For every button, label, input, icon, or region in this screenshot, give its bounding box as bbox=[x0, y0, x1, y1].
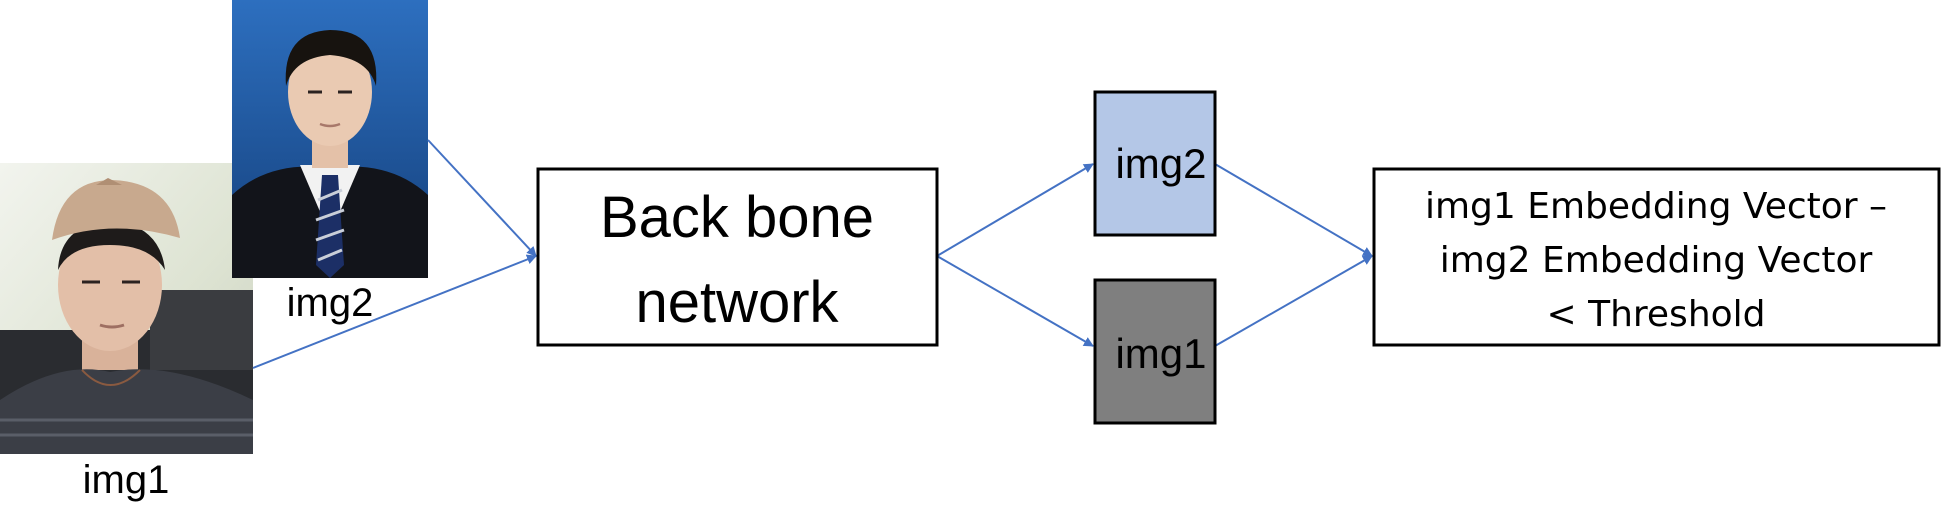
img1-photo bbox=[0, 163, 253, 454]
arrow-img1-embedding-to-result bbox=[1214, 255, 1373, 347]
img2-embedding-label: img2 bbox=[1115, 140, 1206, 187]
img2-caption: img2 bbox=[287, 281, 374, 325]
img1-caption: img1 bbox=[83, 458, 170, 502]
result-line2: img2 Embedding Vector bbox=[1440, 240, 1873, 281]
backbone-network-box: Back bone network bbox=[536, 167, 939, 347]
arrow-backbone-to-img2-embedding bbox=[936, 163, 1094, 257]
img1-embedding-label: img1 bbox=[1115, 330, 1206, 377]
result-line1: img1 Embedding Vector – bbox=[1425, 186, 1887, 227]
arrow-img2-embedding-to-result bbox=[1214, 163, 1373, 257]
threshold-result-box: img1 Embedding Vector – img2 Embedding V… bbox=[1372, 167, 1941, 347]
backbone-label-line1: Back bone bbox=[600, 185, 874, 250]
img2-embedding-box: img2 bbox=[1093, 90, 1217, 237]
arrow-img1-to-backbone bbox=[252, 254, 537, 369]
arrow-backbone-to-img1-embedding bbox=[936, 255, 1094, 347]
arrow-img2-to-backbone bbox=[427, 139, 537, 257]
img2-photo bbox=[232, 0, 428, 278]
result-line3: < Threshold bbox=[1546, 294, 1765, 335]
img1-embedding-box: img1 bbox=[1093, 278, 1217, 425]
backbone-label-line2: network bbox=[635, 270, 839, 335]
